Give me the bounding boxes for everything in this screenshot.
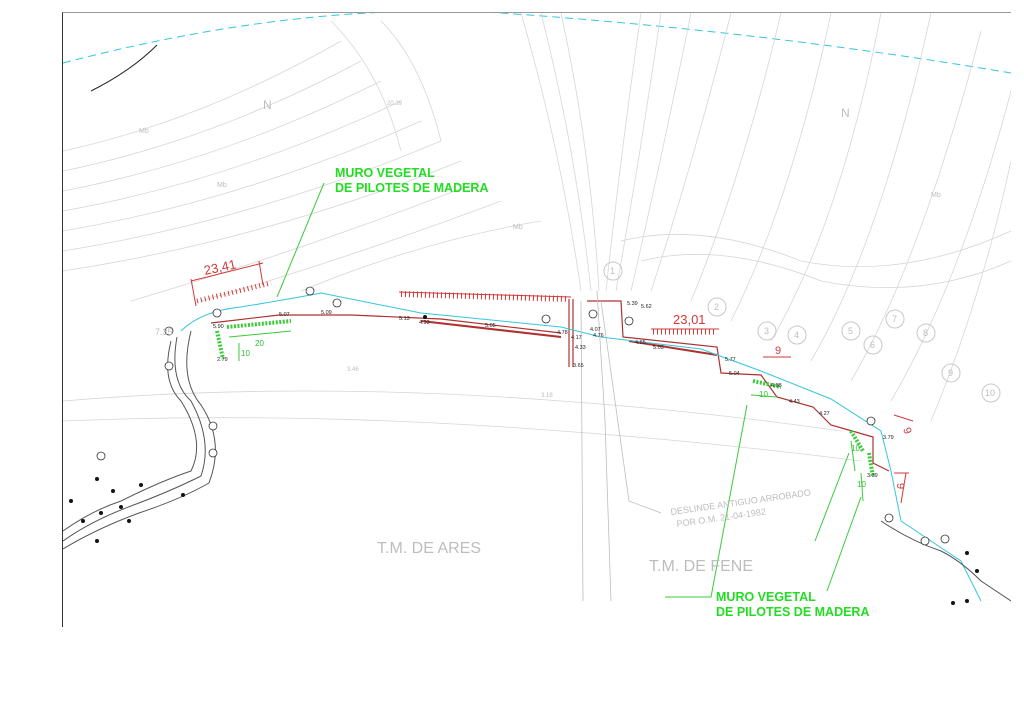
green-dim-mid: 10	[759, 390, 768, 399]
station-5: 5	[848, 326, 853, 336]
station-circles	[603, 261, 1001, 403]
callout-bottom: MURO VEGETAL DE PILOTES DE MADERA	[716, 590, 870, 620]
elev: 5.04	[729, 371, 740, 377]
elev: 5.05	[485, 323, 496, 329]
pile-walls	[215, 319, 875, 478]
mb-label: Mb	[139, 128, 149, 135]
maritime-boundary-line	[63, 13, 1011, 74]
dimension-far-a: 9	[900, 426, 913, 436]
place-fene: T.M. DE FENE	[649, 558, 753, 575]
elev: 5.39	[627, 301, 638, 307]
circle-markers	[96, 286, 950, 546]
elev: 5.09	[321, 310, 332, 316]
station-3: 3	[764, 326, 769, 336]
station-numbers: 1 2 3 4 5 6 7 8 9 10	[610, 266, 995, 398]
elev: 4.07	[590, 327, 601, 333]
station-7: 7	[892, 314, 897, 324]
callout-top-line2: DE PILOTES DE MADERA	[335, 181, 489, 195]
property-line	[90, 44, 158, 92]
dimension-right: 23,01	[673, 312, 706, 327]
elev: 3.79	[883, 435, 894, 441]
elev: 4.93	[419, 320, 430, 326]
cliff-lines	[63, 330, 1011, 602]
deslinde-line	[580, 290, 662, 602]
elev: 5.77	[725, 357, 736, 363]
callout-top-line1: MURO VEGETAL	[335, 166, 435, 180]
spot-height-b: 3.46	[347, 367, 359, 373]
station-6: 6	[870, 340, 875, 350]
elev: 2.79	[217, 357, 228, 363]
coastal-map: T.M. DE ARES T.M. DE FENE DESLINDE ANTIG…	[63, 13, 1011, 605]
spot-height-a: 20.39	[387, 101, 403, 107]
place-ares: T.M. DE ARES	[377, 540, 481, 557]
green-dim-right-a: 10	[851, 444, 860, 453]
elev: 5.03	[653, 345, 664, 351]
elev: 5.90	[213, 324, 224, 330]
spot-height-c: 3.18	[541, 393, 553, 399]
n-label: N	[263, 98, 272, 112]
elev: 3.39	[867, 473, 878, 479]
elev: 4.43	[789, 399, 800, 405]
green-dim-right-b: 10	[857, 480, 866, 489]
mb-label-2: Mb	[217, 182, 227, 189]
seawall	[210, 299, 890, 472]
elev: 4.88	[771, 383, 782, 389]
station-8: 8	[923, 328, 928, 338]
green-dim-left-a: 20	[255, 339, 264, 348]
station-1: 1	[610, 266, 615, 276]
elev: 5.13	[399, 316, 410, 322]
callout-bottom-line1: MURO VEGETAL	[716, 590, 816, 604]
green-dim-left-b: 10	[241, 349, 250, 358]
n-label-2: N	[841, 106, 850, 120]
elev: 4.33	[575, 345, 586, 351]
elev: 4.17	[571, 335, 582, 341]
elev: 3.65	[573, 363, 584, 369]
spot-height-d: 7.35	[155, 327, 173, 337]
elev: 5.62	[641, 304, 652, 310]
elev: 4.27	[819, 411, 830, 417]
survey-points	[69, 315, 979, 605]
mb-label-3: Mb	[513, 224, 523, 231]
callout-top: MURO VEGETAL DE PILOTES DE MADERA	[335, 166, 489, 196]
elevation-labels: 5.07 5.09 5.90 5.13 4.93 5.05 4.78 4.17 …	[213, 301, 894, 479]
map-frame: T.M. DE ARES T.M. DE FENE DESLINDE ANTIG…	[62, 12, 1011, 627]
dimension-marks	[190, 260, 914, 504]
shoreline-water	[180, 292, 982, 602]
leader-lines	[276, 182, 862, 598]
green-arrows	[228, 330, 864, 502]
elev: 4.76	[593, 333, 604, 339]
station-4: 4	[794, 330, 799, 340]
station-2: 2	[714, 302, 719, 312]
dimension-far-b: 9	[894, 483, 906, 489]
contour-lines	[63, 13, 1011, 462]
dimension-left: 23,41	[203, 256, 238, 277]
mb-label-4: Mb	[931, 192, 941, 199]
station-10: 10	[985, 388, 995, 398]
station-9: 9	[948, 368, 953, 378]
elev: 4.65	[635, 340, 646, 346]
elev: 4.78	[557, 330, 568, 336]
callout-bottom-line2: DE PILOTES DE MADERA	[716, 605, 870, 619]
elev: 5.07	[279, 312, 290, 318]
dimension-small: 9	[775, 345, 781, 357]
